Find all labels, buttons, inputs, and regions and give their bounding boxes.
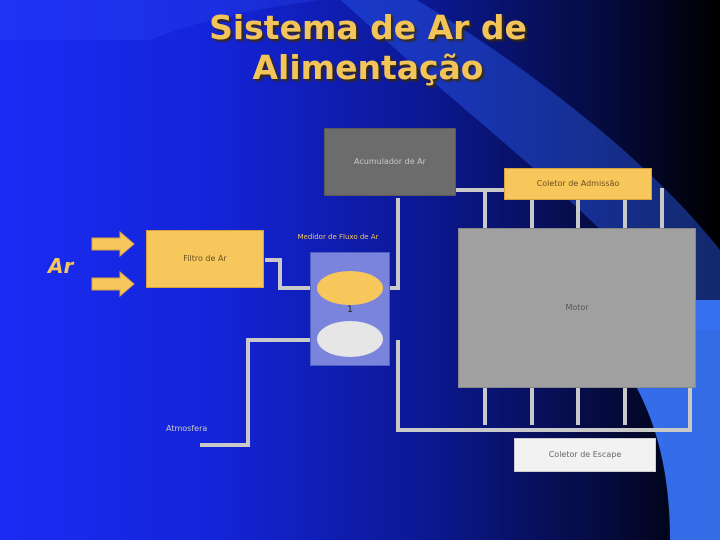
exhaust-manifold-label: Coletor de Escape	[548, 450, 622, 459]
air-accumulator-box: Acumulador de Ar	[324, 128, 456, 196]
slide-title-line1: Sistema de Ar de	[209, 8, 527, 47]
intake-manifold-label: Coletor de Admissão	[536, 179, 620, 188]
engine-box: Motor	[458, 228, 696, 388]
meter-upper-chamber	[317, 271, 383, 305]
air-flow-meter-assembly: 1	[310, 252, 390, 366]
atmosphere-label: Atmosfera	[166, 424, 208, 433]
pipe-to-atmosphere	[200, 338, 316, 447]
ar-label: Ar	[48, 254, 74, 278]
pipe-exhaust-return	[396, 340, 692, 432]
exhaust-manifold-box: Coletor de Escape	[514, 438, 656, 472]
engine-label: Motor	[565, 303, 589, 312]
pipe-filter-to-meter	[265, 258, 318, 290]
air-accumulator-label: Acumulador de Ar	[354, 157, 426, 166]
meter-lower-chamber	[317, 321, 383, 357]
valve-number: 1	[347, 305, 353, 315]
pipe-exhaust-runners	[483, 388, 627, 425]
slide-title-line2: Alimentação	[252, 48, 484, 87]
air-filter-box: Filtro de Ar	[146, 230, 264, 288]
air-filter-label: Filtro de Ar	[183, 254, 227, 263]
intake-manifold-box: Coletor de Admissão	[504, 168, 652, 200]
slide-title: Sistema de Ar de Alimentação	[0, 8, 720, 88]
pipe-intake-runners	[483, 188, 664, 228]
air-flow-meter-label: Medidor de Fluxo de Ar	[297, 233, 379, 241]
